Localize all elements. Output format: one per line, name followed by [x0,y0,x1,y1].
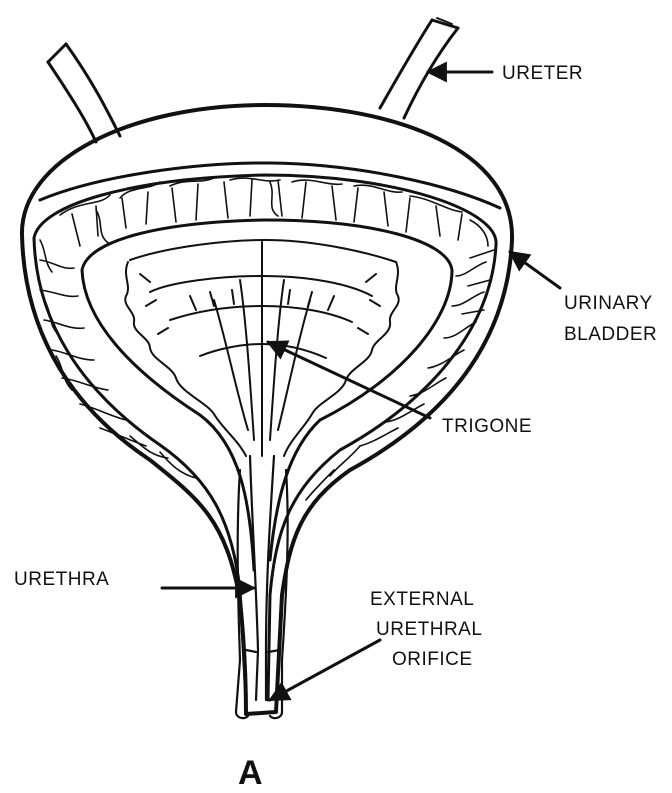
bladder-muscle-outer-left [34,238,246,700]
label-orifice: ORIFICE [392,649,473,670]
label-trigone: TRIGONE [442,416,532,437]
label-external: EXTERNAL [370,589,474,610]
label-ureter: URETER [502,63,583,84]
bladder-mucosa-boundary [82,220,452,570]
label-arrows [162,72,560,700]
orifice-arrow [270,640,380,700]
ureter-right [380,18,458,118]
label-bladder: BLADDER [564,324,657,345]
ureter-left [48,44,120,142]
bladder-arrow [510,252,560,288]
trigone-arrow [268,342,430,418]
label-urethral: URETHRAL [376,619,482,640]
figure-letter: A [238,754,263,792]
label-urinary: URINARY [564,293,653,314]
trigone-region [125,240,398,456]
label-urethra: URETHRA [14,569,109,590]
